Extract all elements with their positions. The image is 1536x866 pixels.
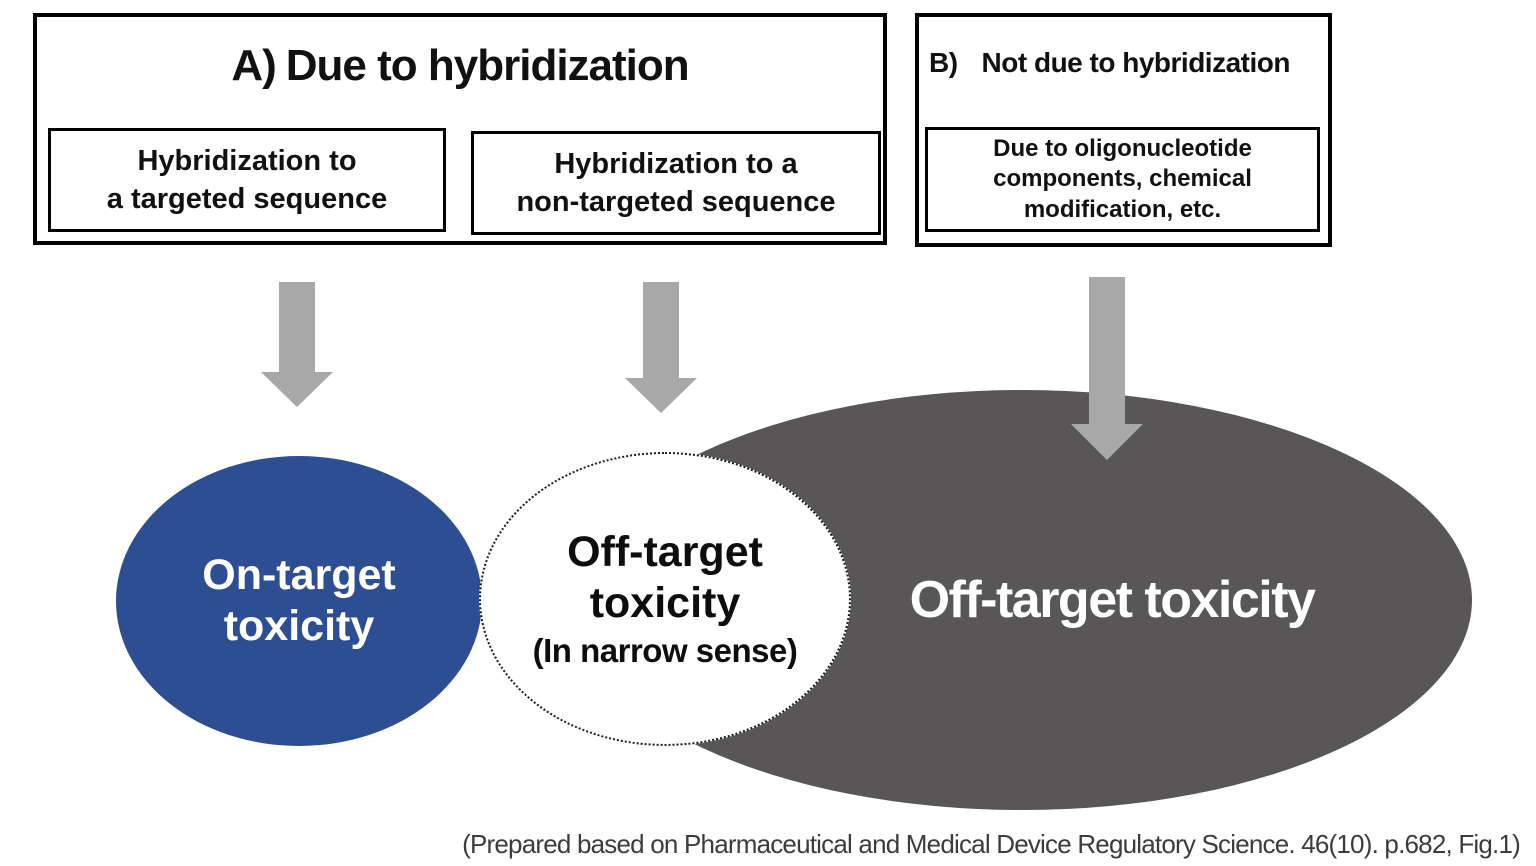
subbox-oligonucleotide-line2: components, chemical [993, 165, 1252, 193]
section-a-title-prefix: A) [231, 41, 276, 90]
subbox-oligonucleotide: Due to oligonucleotide components, chemi… [925, 127, 1320, 232]
off-target-narrow-ellipse: Off-target toxicity (In narrow sense) [479, 452, 851, 746]
on-target-ellipse: On-target toxicity [116, 456, 482, 746]
section-b-title-text: Not due to hybridization [981, 47, 1291, 78]
section-a-box: A) Due to hybridization Hybridization to… [33, 13, 887, 245]
off-target-narrow-note: (In narrow sense) [532, 631, 798, 669]
down-arrow-icon [261, 282, 333, 407]
subbox-non-targeted-sequence: Hybridization to a non-targeted sequence [471, 131, 881, 235]
down-arrow-icon [1071, 277, 1143, 460]
down-arrow-icon [625, 282, 697, 413]
subbox-non-targeted-line1: Hybridization to a [554, 147, 798, 180]
subbox-targeted-sequence: Hybridization to a targeted sequence [48, 128, 446, 232]
subbox-targeted-line2: a targeted sequence [106, 183, 388, 215]
subbox-non-targeted-line2: non-targeted sequence [516, 186, 836, 218]
subbox-oligonucleotide-line1: Due to oligonucleotide [993, 134, 1252, 162]
on-target-label-line1: On-target [202, 551, 396, 600]
section-a-title-text: Due to hybridization [285, 41, 690, 90]
subbox-oligonucleotide-line3: modification, etc. [1023, 195, 1222, 223]
source-caption: (Prepared based on Pharmaceutical and Me… [462, 829, 1521, 859]
subbox-targeted-line1: Hybridization to [137, 144, 357, 177]
section-a-title: A) Due to hybridization [37, 41, 883, 91]
section-b-title-prefix: B) [929, 47, 958, 78]
on-target-label-line2: toxicity [223, 602, 375, 650]
section-b-box: B) Not due to hybridization Due to oligo… [915, 13, 1332, 247]
section-b-title: B) Not due to hybridization [929, 47, 1290, 79]
off-target-narrow-line2: toxicity [589, 579, 741, 628]
off-target-broad-label: Off-target toxicity [909, 571, 1316, 629]
off-target-narrow-line1: Off-target [567, 528, 763, 577]
